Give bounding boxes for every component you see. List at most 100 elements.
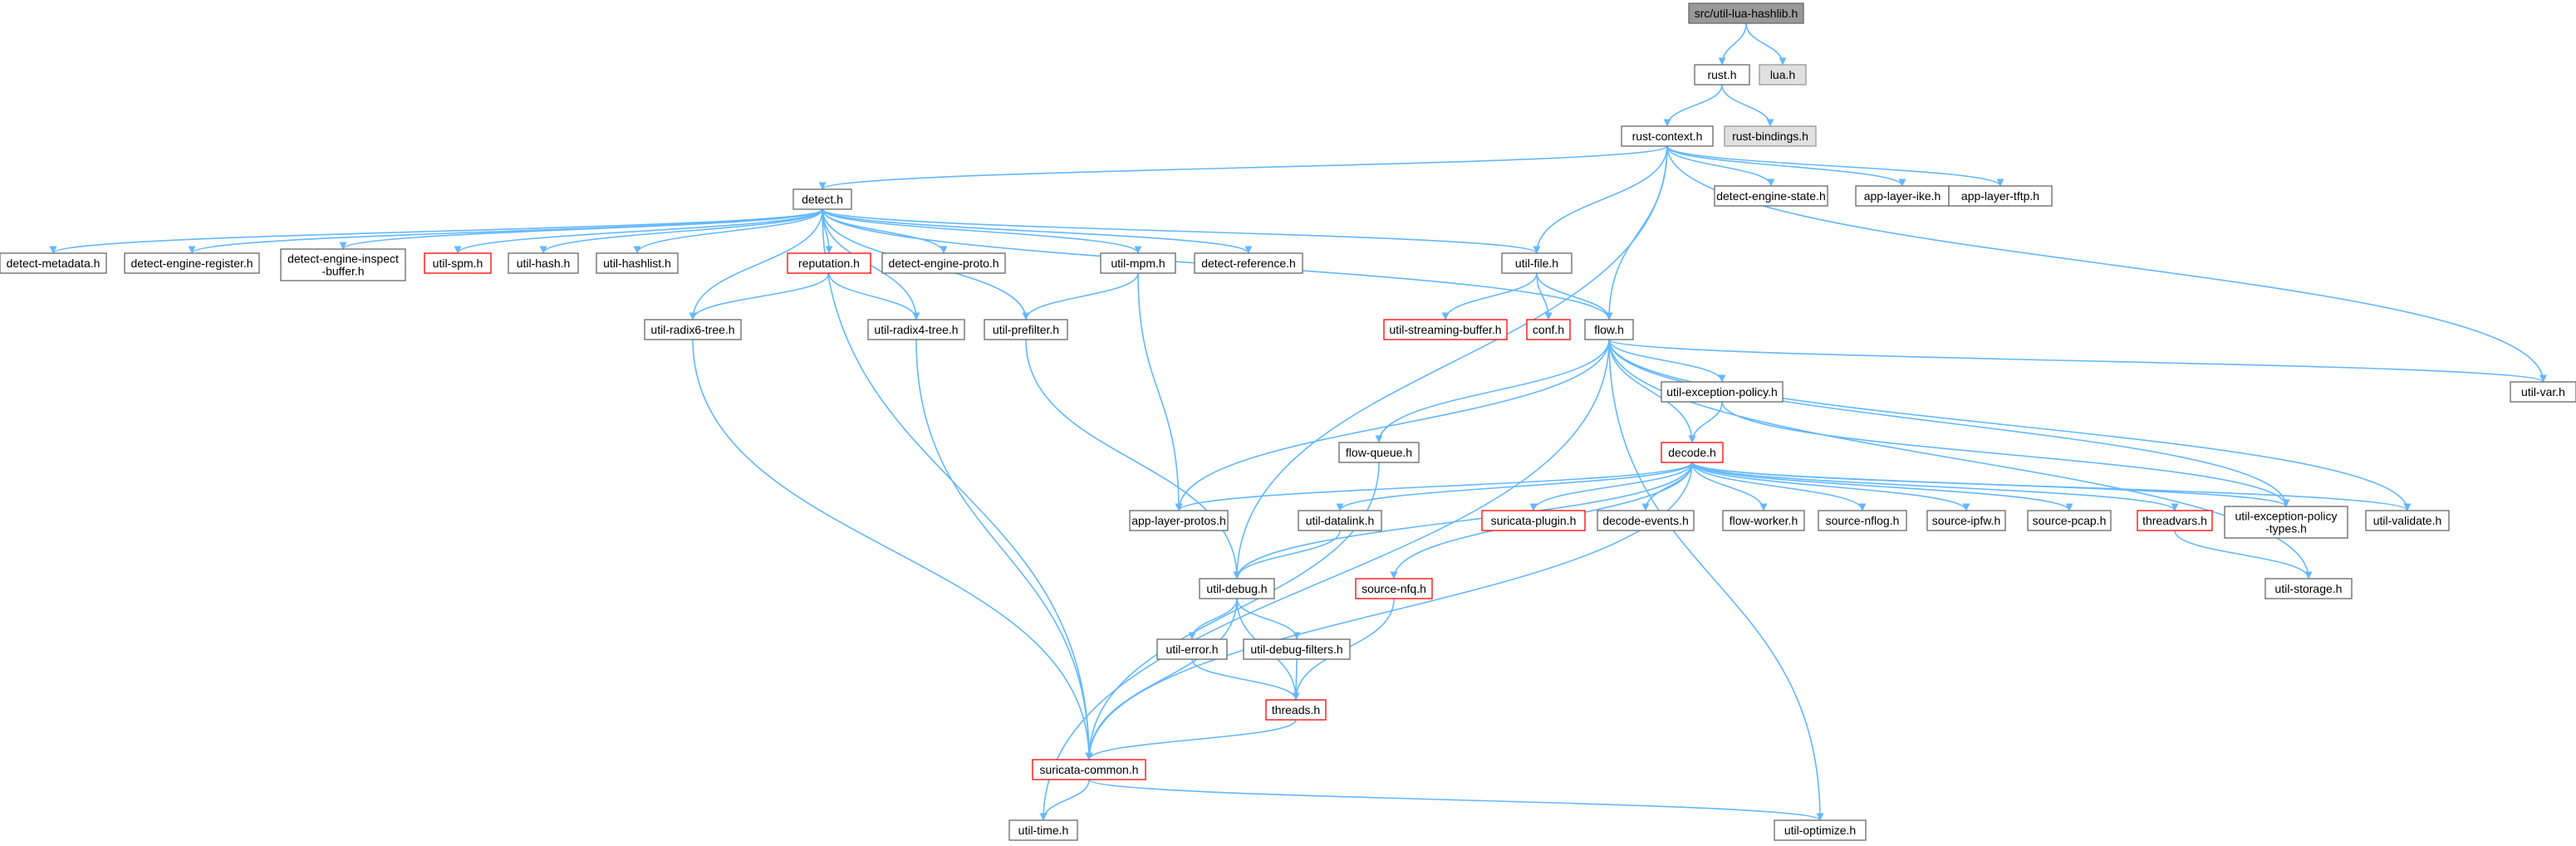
node-util-exception-policy-types[interactable]: util-exception-policy-types.h — [2224, 506, 2348, 539]
node-box — [124, 252, 260, 274]
node-label: conf.h — [1533, 323, 1564, 336]
node-decode-h[interactable]: decode.h — [1661, 442, 1724, 463]
node-flow-h[interactable]: flow.h — [1584, 319, 1634, 340]
node-util-streaming-buffer[interactable]: util-streaming-buffer.h — [1383, 319, 1508, 340]
node-source-nflog[interactable]: source-nflog.h — [1818, 510, 1907, 531]
node-label: util-debug-filters.h — [1250, 643, 1342, 656]
node-box — [1948, 185, 2053, 207]
node-decode-events[interactable]: decode-events.h — [1597, 510, 1695, 531]
node-label: detect-engine-state.h — [1716, 189, 1826, 203]
edge-rust-h-to-rust-context — [1663, 84, 1723, 127]
edge-util-file-to-flow-h — [1536, 272, 1613, 320]
node-label: flow.h — [1594, 323, 1624, 336]
node-util-optimize[interactable]: util-optimize.h — [1774, 819, 1867, 841]
node-box — [1724, 125, 1817, 147]
node-util-debug[interactable]: util-debug.h — [1199, 578, 1275, 599]
node-util-var[interactable]: util-var.h — [2510, 381, 2576, 403]
node-app-layer-protos[interactable]: app-layer-protos.h — [1129, 510, 1229, 531]
node-root[interactable]: src/util-lua-hashlib.h — [1688, 2, 1804, 24]
edge-decode-h-to-threadvars — [1691, 462, 2179, 511]
node-flow-worker[interactable]: flow-worker.h — [1722, 510, 1805, 531]
node-flow-queue[interactable]: flow-queue.h — [1338, 442, 1420, 463]
node-suricata-plugin[interactable]: suricata-plugin.h — [1481, 510, 1586, 531]
node-label: util-hash.h — [517, 257, 571, 270]
node-label: app-layer-tftp.h — [1961, 189, 2039, 203]
edge-rust-context-to-util-file — [1533, 145, 1668, 254]
edge-root-to-lua-h — [1745, 22, 1787, 66]
node-util-spm[interactable]: util-spm.h — [424, 252, 492, 274]
node-util-time[interactable]: util-time.h — [1008, 819, 1078, 841]
node-box — [1661, 381, 1784, 403]
node-util-debug-filters[interactable]: util-debug-filters.h — [1243, 638, 1351, 660]
node-label: detect.h — [802, 193, 843, 206]
node-box — [1774, 819, 1867, 841]
node-detect-reference[interactable]: detect-reference.h — [1194, 252, 1303, 274]
edge-suricata-common-to-util-time — [1039, 779, 1090, 821]
node-app-layer-ike[interactable]: app-layer-ike.h — [1855, 185, 1950, 207]
node-source-ipfw[interactable]: source-ipfw.h — [1926, 510, 2006, 531]
node-lua-h[interactable]: lua.h — [1759, 64, 1807, 86]
node-label: -buffer.h — [321, 265, 364, 278]
node-label: util-storage.h — [2275, 582, 2343, 595]
edge-util-exception-policy-to-decode-h — [1688, 401, 1723, 443]
edge-flow-h-to-decode-h — [1608, 339, 1696, 443]
node-box — [1694, 64, 1750, 86]
node-box — [1298, 510, 1382, 531]
node-detect-engine-state[interactable]: detect-engine-state.h — [1714, 185, 1828, 207]
node-label: threadvars.h — [2142, 514, 2207, 527]
node-reputation[interactable]: reputation.h — [787, 252, 871, 274]
node-label: decode-events.h — [1602, 514, 1689, 527]
node-detect-engine-inspect-buffer[interactable]: detect-engine-inspect-buffer.h — [280, 248, 406, 281]
node-detect-engine-proto[interactable]: detect-engine-proto.h — [881, 252, 1006, 274]
node-util-file[interactable]: util-file.h — [1501, 252, 1573, 274]
node-source-pcap[interactable]: source-pcap.h — [2027, 510, 2112, 531]
node-rust-h[interactable]: rust.h — [1694, 64, 1750, 86]
node-threadvars[interactable]: threadvars.h — [2137, 510, 2213, 531]
node-box — [644, 319, 742, 340]
node-box — [2264, 578, 2353, 599]
node-rust-bindings[interactable]: rust-bindings.h — [1724, 125, 1817, 147]
edge-util-mpm-to-app-layer-protos — [1137, 272, 1183, 511]
node-box — [1156, 638, 1228, 660]
node-box — [2224, 506, 2348, 539]
node-app-layer-tftp[interactable]: app-layer-tftp.h — [1948, 185, 2053, 207]
node-suricata-common[interactable]: suricata-common.h — [1032, 759, 1146, 780]
node-label: suricata-common.h — [1039, 763, 1138, 776]
node-util-radix4[interactable]: util-radix4-tree.h — [867, 319, 965, 340]
node-label: detect-reference.h — [1201, 257, 1296, 270]
node-label: util-datalink.h — [1306, 514, 1375, 527]
node-util-validate[interactable]: util-validate.h — [2365, 510, 2450, 531]
node-detect-h[interactable]: detect.h — [792, 188, 852, 210]
node-label: source-nfq.h — [1362, 582, 1426, 595]
edge-rust-context-to-flow-h — [1605, 145, 1668, 320]
node-util-prefilter[interactable]: util-prefilter.h — [984, 319, 1068, 340]
edge-util-file-to-conf-h — [1536, 272, 1553, 320]
node-util-error[interactable]: util-error.h — [1156, 638, 1228, 660]
edge-decode-h-to-suricata-plugin — [1529, 462, 1693, 511]
node-box — [1661, 442, 1724, 463]
node-threads-h[interactable]: threads.h — [1265, 699, 1327, 721]
node-util-hashlist[interactable]: util-hashlist.h — [596, 252, 679, 274]
edge-detect-h-to-util-spm — [454, 208, 823, 254]
node-conf-h[interactable]: conf.h — [1526, 319, 1571, 340]
node-util-hash[interactable]: util-hash.h — [508, 252, 579, 274]
node-box — [1597, 510, 1695, 531]
node-box — [1688, 2, 1804, 24]
edge-util-file-to-util-streaming-buffer — [1441, 272, 1538, 320]
node-rust-context[interactable]: rust-context.h — [1621, 125, 1714, 147]
node-util-exception-policy[interactable]: util-exception-policy.h — [1661, 381, 1784, 403]
edge-rust-context-to-app-layer-tftp — [1666, 145, 2004, 187]
node-source-nfq[interactable]: source-nfq.h — [1355, 578, 1433, 599]
edge-flow-h-to-util-time — [1039, 339, 1610, 821]
node-detect-engine-register[interactable]: detect-engine-register.h — [124, 252, 260, 274]
node-box — [1338, 442, 1420, 463]
edge-decode-h-to-decode-events — [1641, 462, 1693, 511]
node-box — [1008, 819, 1078, 841]
node-util-mpm[interactable]: util-mpm.h — [1100, 252, 1176, 274]
node-detect-metadata[interactable]: detect-metadata.h — [0, 252, 107, 274]
node-util-storage[interactable]: util-storage.h — [2264, 578, 2353, 599]
edge-detect-h-to-util-radix6 — [689, 208, 823, 320]
node-util-radix6[interactable]: util-radix6-tree.h — [644, 319, 742, 340]
node-label: util-radix4-tree.h — [874, 323, 958, 336]
node-util-datalink[interactable]: util-datalink.h — [1298, 510, 1382, 531]
